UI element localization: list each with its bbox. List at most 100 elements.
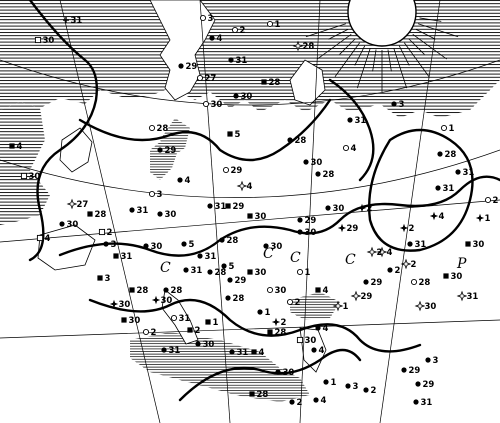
station-filled-circle: 30 xyxy=(303,158,322,168)
sun-ray xyxy=(334,42,360,77)
station-label: 2 xyxy=(195,326,201,336)
station-label: 3 xyxy=(105,274,111,284)
station-open-star: 1 xyxy=(332,300,349,312)
station-label: 29 xyxy=(235,276,247,286)
station-label: 1 xyxy=(449,124,455,134)
station-label: 2 xyxy=(281,318,287,328)
isobar-4 xyxy=(88,298,422,353)
region-letter: P xyxy=(456,256,467,272)
station-filled-square: 3 xyxy=(97,274,111,284)
isobar-5 xyxy=(178,348,362,402)
station-filled-circle: 31 xyxy=(129,206,148,216)
station-label: 30 xyxy=(305,336,317,346)
station-filled-square: 29 xyxy=(225,202,244,212)
region-letter-layer: C C C C P xyxy=(160,246,467,276)
isobar-7 xyxy=(328,78,375,182)
station-label: 30 xyxy=(311,158,323,168)
station-label: 30 xyxy=(165,210,177,220)
station-filled-square: 4 xyxy=(9,142,23,152)
station-label: 31 xyxy=(463,168,475,178)
station-label: 2 xyxy=(409,224,415,234)
station-label: 31 xyxy=(467,292,479,302)
station-filled-circle: 4 xyxy=(311,346,325,356)
station-filled-circle: 4 xyxy=(313,396,327,406)
mediterranean-sea xyxy=(130,332,310,402)
station-label: 29 xyxy=(347,224,359,234)
sun-symbol xyxy=(305,0,459,92)
station-open-circle: 3 xyxy=(148,190,163,200)
sun-ray xyxy=(393,48,408,89)
station-label: 29 xyxy=(165,146,177,156)
station-label: 2 xyxy=(367,204,373,214)
station-label: 29 xyxy=(409,366,421,376)
station-label: 4 xyxy=(319,346,325,356)
station-open-star: 4 xyxy=(376,246,393,258)
region-letter: C xyxy=(263,246,274,262)
station-label: 27 xyxy=(205,74,217,84)
station-label: 30 xyxy=(305,228,317,238)
station-filled-circle: 31 xyxy=(347,116,366,126)
station-label: 28 xyxy=(295,136,307,146)
station-open-star: 27 xyxy=(66,198,88,210)
station-label: 2 xyxy=(240,26,246,36)
station-open-star: 28 xyxy=(292,40,314,52)
station-label: 31 xyxy=(237,348,249,358)
station-label: 31 xyxy=(215,202,227,212)
station-label: 30 xyxy=(283,368,295,378)
white-sea xyxy=(160,118,190,158)
station-label: 3 xyxy=(111,240,117,250)
station-filled-circle: 30 xyxy=(233,92,252,102)
station-label: 3 xyxy=(399,100,405,110)
station-filled-square: 2 xyxy=(187,326,201,336)
station-label: 5 xyxy=(229,262,235,272)
station-filled-circle: 3 xyxy=(345,382,359,392)
station-filled-circle: 3 xyxy=(103,240,117,250)
station-filled-circle: 31 xyxy=(207,202,226,212)
station-label: 4 xyxy=(323,286,329,296)
isobar-2 xyxy=(78,98,332,162)
station-open-circle: 1 xyxy=(440,124,455,134)
station-label: 4 xyxy=(439,212,445,222)
station-label: 3 xyxy=(208,14,214,24)
station-label: 31 xyxy=(137,206,149,216)
station-filled-circle: 29 xyxy=(297,216,316,226)
iberia-land xyxy=(37,224,96,271)
station-filled-circle: 28 xyxy=(315,170,334,180)
isobar-3 xyxy=(58,175,500,257)
station-filled-circle: 31 xyxy=(455,168,474,178)
isobar-6 xyxy=(368,128,474,252)
station-open-circle: 30 xyxy=(266,286,286,296)
black-sea xyxy=(290,292,340,320)
station-label: 30 xyxy=(29,172,41,182)
station-label: 1 xyxy=(265,308,271,318)
station-filled-circle: 29 xyxy=(157,146,176,156)
station-filled-circle: 28 xyxy=(219,236,238,246)
station-filled-star: 30 xyxy=(151,295,172,306)
station-label: 3 xyxy=(353,382,359,392)
station-filled-circle: 5 xyxy=(181,240,195,250)
station-label: 4 xyxy=(351,144,357,154)
station-label: 30 xyxy=(473,240,485,250)
station-open-circle: 28 xyxy=(148,124,168,134)
station-label: 30 xyxy=(151,242,163,252)
station-open-circle: 4 xyxy=(342,144,357,154)
station-filled-square: 28 xyxy=(267,328,286,338)
station-label: 3 xyxy=(157,190,163,200)
station-filled-circle: 29 xyxy=(227,276,246,286)
station-filled-circle: 30 xyxy=(195,340,214,350)
station-filled-circle: 30 xyxy=(275,368,294,378)
station-filled-circle: 5 xyxy=(221,262,235,272)
station-label: 1 xyxy=(485,214,491,224)
sun-ray xyxy=(387,49,392,72)
sun-ray xyxy=(356,48,371,89)
sun-ray xyxy=(418,23,459,38)
station-filled-circle: 30 xyxy=(297,228,316,238)
station-label: 29 xyxy=(423,380,435,390)
station-label: 4 xyxy=(387,248,393,258)
station-filled-square: 28 xyxy=(249,390,268,400)
station-label: 1 xyxy=(343,302,349,312)
station-label: 31 xyxy=(443,184,455,194)
station-label: 29 xyxy=(361,292,373,302)
sun-ray xyxy=(339,38,356,55)
